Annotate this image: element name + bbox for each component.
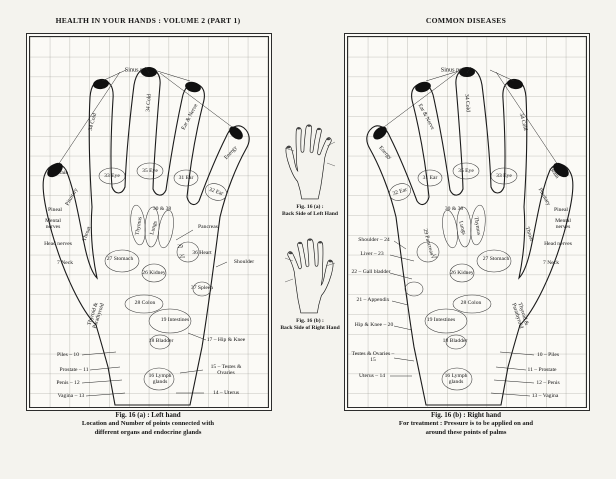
- label-liver: Liver – 23: [360, 250, 384, 257]
- fig-a-back-title: Fig. 16 (a) :: [296, 204, 324, 210]
- leader-lines: [57, 66, 233, 397]
- label-30-38: 30 & 38: [152, 205, 172, 212]
- page-title-right: COMMON DISEASES: [425, 16, 507, 25]
- label-testes-ovaries: Testes & Ovaries – 15: [351, 350, 395, 363]
- fig-a-back-caption: Fig. 16 (a) : Back Side of Left Hand: [262, 204, 358, 218]
- label-kidney: 26 Kidney: [142, 269, 166, 276]
- left-caption-line2: Location and Number of points connected …: [81, 420, 215, 427]
- label-25: 25: [431, 253, 437, 260]
- page-title-left: HEALTH IN YOUR HANDS : VOLUME 2 (PART 1): [55, 16, 241, 25]
- back-of-left-hand-figure: [284, 124, 336, 200]
- sinus-fingertips: [373, 66, 569, 178]
- label-vagina: 13 – Vagina: [531, 392, 559, 399]
- hand-outline-group: [366, 66, 574, 406]
- label-stomach: 27 Stomach: [106, 255, 134, 262]
- label-penis: Penis – 12: [56, 379, 80, 386]
- label-neck: 7 Neck: [543, 259, 559, 266]
- left-hand-frame: Sinus points 34 Cold 34 Cold Ear & Nerve…: [29, 36, 269, 408]
- leader-lines: [383, 66, 559, 397]
- label-vagina: Vagina – 13: [57, 392, 85, 399]
- left-caption-title: Fig. 16 (a) : Left hand: [115, 411, 181, 419]
- right-hand-figure: [348, 37, 586, 407]
- right-caption-title: Fig. 16 (b) : Right hand: [430, 411, 501, 419]
- grid: [348, 37, 586, 407]
- label-neck: 7 Neck: [57, 259, 73, 266]
- label-sinus-points: Sinus points: [124, 66, 156, 74]
- label-ear-31: 31 Ear: [422, 174, 438, 181]
- label-shoulder: Shoulder: [233, 258, 255, 265]
- fig-a-back-text: Back Side of Left Hand: [282, 210, 338, 217]
- label-mental-nerves: Mental nerves: [45, 217, 61, 230]
- label-kidney: 26 Kidney: [450, 269, 474, 276]
- label-eye-35: 35 Eye: [458, 167, 474, 174]
- label-pineal: Pineal: [554, 206, 568, 213]
- label-30-38: 30 & 38: [444, 205, 464, 212]
- right-hand-frame: Sinus points Energy Ear & Nerve 34 Cold …: [347, 36, 587, 408]
- hand-outline: [366, 67, 574, 406]
- label-uterus: Uterus – 14: [358, 372, 386, 379]
- back-of-right-hand-figure: [284, 238, 336, 314]
- label-appendix: 21 – Appendix: [356, 296, 390, 303]
- label-head-nerves: Head nerves: [44, 240, 72, 247]
- left-caption: Fig. 16 (a) : Left hand Location and Num…: [26, 411, 270, 437]
- label-head-nerves: Head nerves: [544, 240, 572, 247]
- label-prostate: Prostate – 11: [59, 366, 89, 373]
- label-uterus: 14 – Uterus: [212, 389, 240, 396]
- label-colon: 28 Colon: [134, 299, 156, 306]
- small-annotation-lines: [284, 257, 336, 283]
- hand-outline-group: [42, 66, 250, 406]
- label-prostate: 11 – Prostate: [527, 366, 557, 373]
- label-piles: Piles – 10: [56, 351, 80, 358]
- label-heart: 36 Heart: [192, 249, 212, 256]
- label-piles: 10 – Piles: [536, 351, 560, 358]
- organ-regions: [389, 162, 518, 391]
- label-eye-33: 33 Eye: [104, 172, 120, 179]
- label-lymph-glands: 16 Lymph glands: [444, 372, 468, 385]
- label-25: 25: [179, 253, 185, 260]
- label-colon: 28 Colon: [460, 299, 482, 306]
- label-lymph-glands: 16 Lymph glands: [148, 372, 172, 385]
- left-hand-chart: Sinus points 34 Cold 34 Cold Ear & Nerve…: [26, 33, 272, 411]
- small-annotation-lines: [284, 141, 336, 167]
- label-pineal: Pineal: [48, 206, 62, 213]
- label-intestines: 19 Intestines: [426, 316, 456, 323]
- label-eye-35: 35 Eye: [142, 167, 158, 174]
- fig-b-back-caption: Fig. 16 (b) : Back Side of Right Hand: [262, 318, 358, 332]
- fig-b-back-text: Back Side of Right Hand: [280, 324, 340, 331]
- label-intestines: 19 Intestines: [160, 316, 190, 323]
- label-brain: Brain: [55, 169, 69, 176]
- label-eye-33: 33 Eye: [496, 172, 512, 179]
- label-mental-nerves: Mental nerves: [555, 217, 571, 230]
- hand-outline: [42, 67, 250, 406]
- right-caption-line3: around these points of palms: [425, 428, 507, 436]
- sinus-fingertips: [47, 66, 243, 178]
- label-shoulder: Shoulder – 24: [358, 236, 390, 243]
- right-caption-line2: For treatment : Pressure is to be applie…: [398, 420, 534, 427]
- left-caption-line3: different organs and endocrine glands: [94, 428, 202, 436]
- right-hand-chart: Sinus points Energy Ear & Nerve 34 Cold …: [344, 33, 590, 411]
- organ-regions: [98, 162, 227, 391]
- label-testes-ovaries: 15 – Testes & Ovaries: [210, 363, 242, 376]
- label-stomach: 27 Stomach: [482, 255, 510, 262]
- left-hand-figure: [30, 37, 268, 407]
- right-caption: Fig. 16 (b) : Right hand For treatment :…: [344, 411, 588, 437]
- label-29: 29: [177, 243, 183, 250]
- label-ear-31: 31 Ear: [178, 174, 194, 181]
- label-gall-bladder: 22 – Gall bladder: [351, 268, 391, 275]
- grid: [30, 37, 268, 407]
- label-pancreas: Pancreas: [198, 223, 218, 230]
- label-penis: 12 – Penis: [536, 379, 560, 386]
- label-bladder: 18 Bladder: [442, 337, 468, 344]
- label-sinus-points: Sinus points: [440, 66, 472, 74]
- fig-b-back-title: Fig. 16 (b) :: [296, 318, 324, 324]
- label-spleen: 37 Spleen: [190, 284, 214, 291]
- label-bladder: 18 Bladder: [148, 337, 174, 344]
- label-hip-knee: 17 – Hip & Knee: [206, 336, 246, 343]
- label-hip-knee: Hip & Knee – 20: [354, 321, 394, 328]
